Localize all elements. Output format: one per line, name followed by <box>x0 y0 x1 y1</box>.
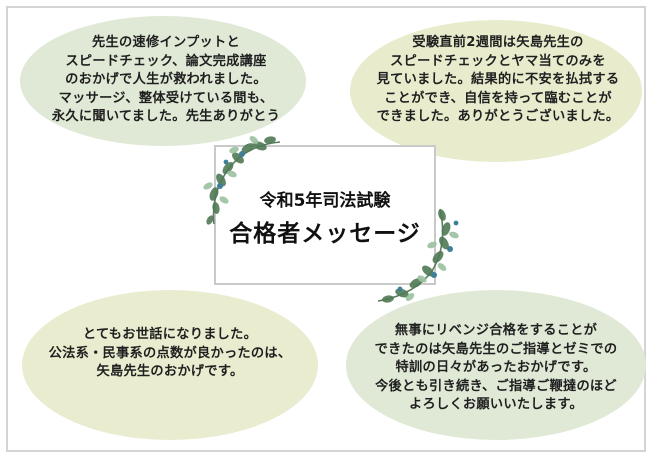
message-line: できたのは矢島先生のご指導とゼミでの <box>374 341 618 357</box>
message-line: 今後とも引き続き、ご指導ご鞭撻のほど <box>375 378 617 394</box>
message-bubble-4 <box>346 290 646 440</box>
message-bubble-3 <box>22 290 318 440</box>
message-line: 無事にリベンジ合格をすることが <box>394 323 598 338</box>
message-line: 特訓の日々があったおかげです。 <box>395 360 597 375</box>
message-text-4: 無事にリベンジ合格をすることが できたのは矢島先生のご指導とゼミでの 特訓の日々… <box>346 322 646 415</box>
message-line: 先生の速修インプットと <box>92 35 240 50</box>
message-text-1: 先生の速修インプットと スピードチェック、論文完成講座 のおかげで人生が救われま… <box>26 34 306 127</box>
title-year: 令和5年司法試験 <box>259 191 391 211</box>
message-text-2: 受験直前2週間は矢島先生の スピードチェックとヤマ当てのみを 見ていました。結果… <box>356 34 640 127</box>
message-line: よろしくお願いいたします。 <box>408 397 584 412</box>
message-line: 見ていました。結果的に不安を払拭する <box>376 72 620 87</box>
title-main: 合格者メッセージ <box>229 221 421 247</box>
message-bubble-1 <box>20 16 306 146</box>
message-line: スピードチェックとヤマ当てのみを <box>390 53 606 69</box>
message-line: のおかげで人生が救われました。 <box>65 72 267 87</box>
message-line: 受験直前2週間は矢島先生の <box>412 35 584 50</box>
message-line: ことができ、自信を持って臨むことが <box>384 90 612 106</box>
message-line: スピードチェック、論文完成講座 <box>65 53 267 69</box>
message-bubble-2 <box>350 20 642 162</box>
eucalyptus-wreath-bottom-right-icon <box>377 208 459 303</box>
message-line: 矢島先生のおかげです。 <box>96 364 244 379</box>
message-line: できました。ありがとうございました。 <box>376 109 620 124</box>
message-line: 永久に聞いてました。先生ありがとう <box>51 109 281 124</box>
message-text-3: とてもお世話になりました。 公法系・民事系の点数が良かったのは、 矢島先生のおか… <box>22 326 318 382</box>
message-line: マッサージ、整体受けている間も、 <box>58 90 274 106</box>
message-line: とてもお世話になりました。 <box>82 327 258 342</box>
eucalyptus-wreath-top-left-icon <box>203 136 281 225</box>
message-line: 公法系・民事系の点数が良かったのは、 <box>48 345 292 361</box>
title-box <box>214 145 436 285</box>
